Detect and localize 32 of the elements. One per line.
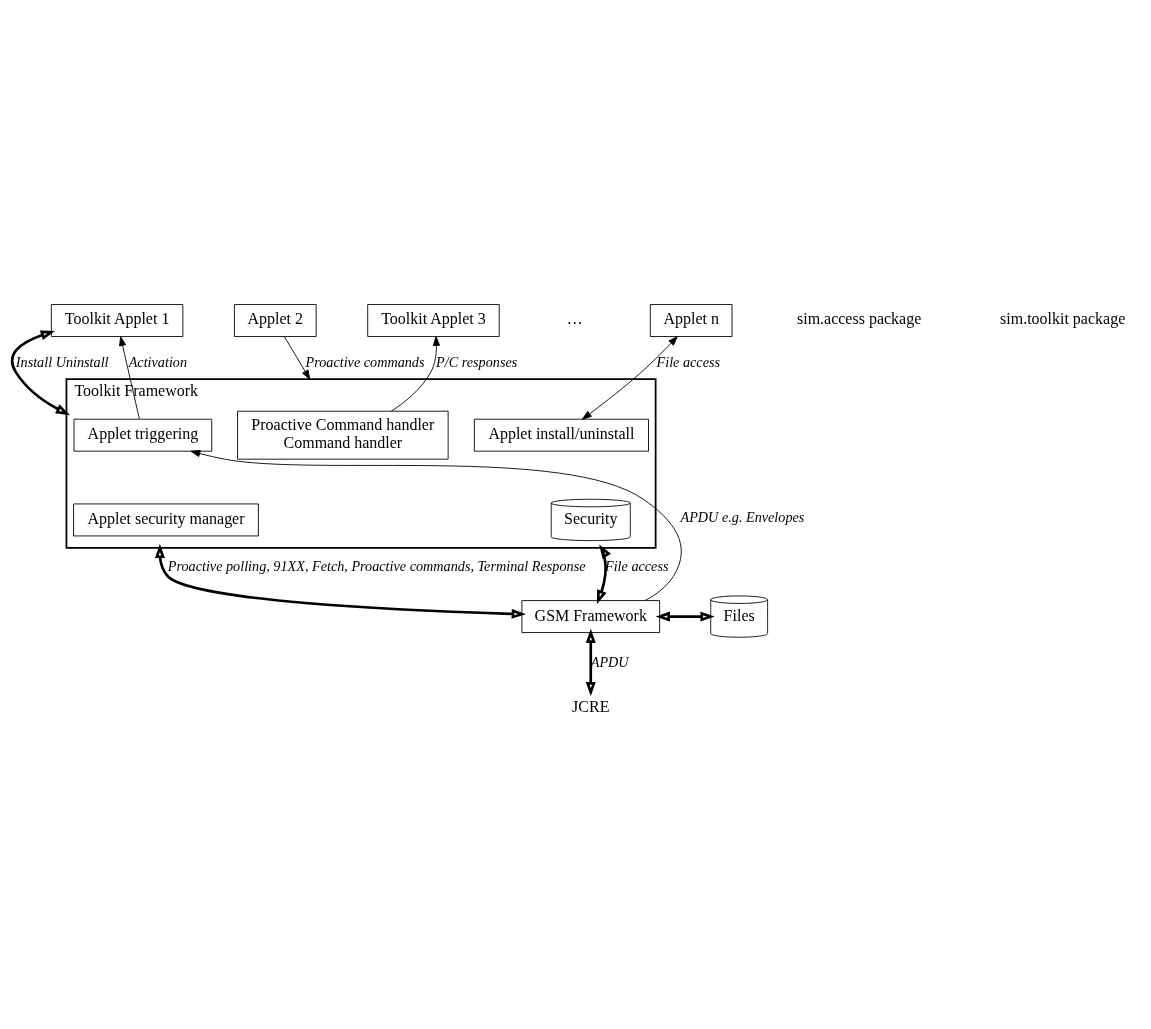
edge-label: Activation bbox=[128, 353, 188, 370]
node-box: Applet security manager bbox=[73, 503, 259, 537]
arrow bbox=[283, 336, 311, 380]
node-text: JCRE bbox=[572, 698, 610, 716]
label: sim.access package bbox=[797, 310, 922, 328]
node-box: Applet n bbox=[649, 304, 733, 337]
arrow bbox=[155, 543, 526, 619]
edge-label: Proactive commands bbox=[305, 353, 425, 370]
node-box: Applet 2 bbox=[233, 304, 317, 337]
label: sim.toolkit package bbox=[1000, 310, 1126, 328]
arrow bbox=[655, 611, 715, 622]
arrow bbox=[390, 336, 440, 412]
edge-label: APDU bbox=[590, 654, 629, 671]
node-box: GSM Framework bbox=[521, 600, 661, 634]
edge-label: Install Uninstall bbox=[15, 353, 109, 370]
arrow bbox=[582, 336, 678, 420]
node-box: Toolkit Applet 1 bbox=[50, 304, 184, 337]
arrow bbox=[190, 450, 682, 601]
label: … bbox=[566, 310, 583, 328]
edge-label: APDU e.g. Envelopes bbox=[680, 509, 805, 526]
arrow bbox=[119, 336, 140, 420]
arrow bbox=[10, 330, 71, 416]
edge-label: P/C responses bbox=[436, 353, 518, 370]
node-box: Applet triggering bbox=[73, 418, 213, 452]
edge-label: Proactive polling, 91XX, Fetch, Proactive commands, Terminal Response bbox=[167, 557, 586, 574]
node-box: Toolkit Applet 3 bbox=[367, 304, 500, 337]
arrow bbox=[585, 628, 596, 697]
edge-label: File access bbox=[604, 557, 669, 574]
edge-label: File access bbox=[656, 353, 721, 370]
node-box: Proactive Command handler Command handler bbox=[237, 410, 449, 460]
node-box: Applet install/uninstall bbox=[473, 418, 649, 452]
arrow bbox=[596, 544, 611, 605]
